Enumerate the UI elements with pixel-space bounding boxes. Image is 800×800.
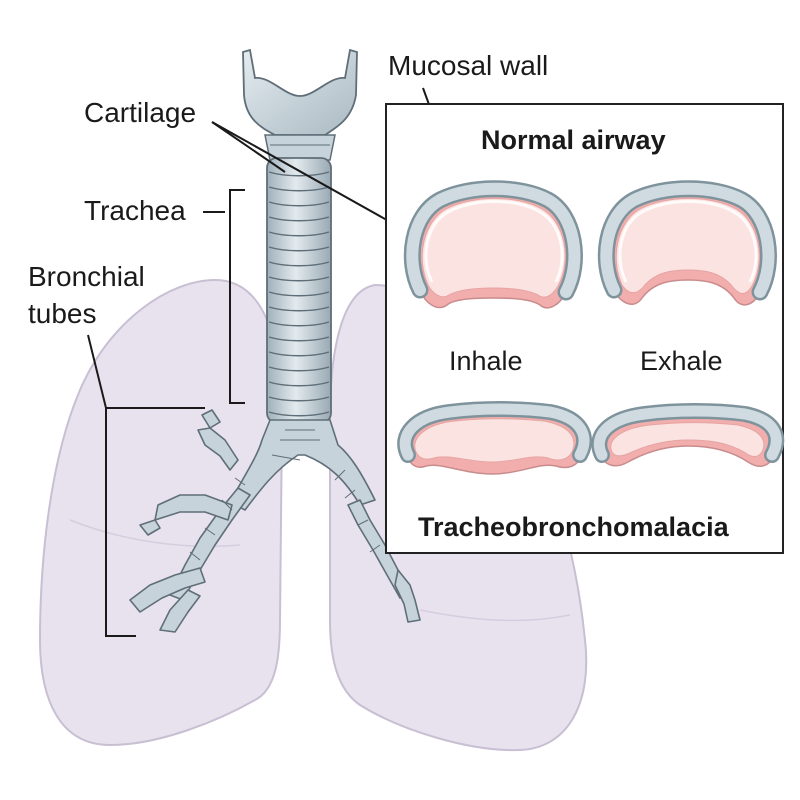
exhale-label: Exhale <box>640 346 723 376</box>
trachea-ring <box>268 396 330 402</box>
bronchial-tubes-leader <box>87 334 107 409</box>
larynx <box>242 48 358 161</box>
trachea-bracket <box>229 189 245 404</box>
trachea-ring <box>268 306 330 312</box>
bronchial-tubes-label-line1: Bronchial <box>28 261 145 292</box>
trachea-ring <box>268 381 330 387</box>
bronchial-bracket <box>105 407 205 637</box>
trachea-ring <box>268 261 330 267</box>
trachea-ring <box>268 186 330 192</box>
normal-airway-title: Normal airway <box>481 125 666 155</box>
leader-lines <box>87 87 464 637</box>
trachea-ring <box>268 291 330 297</box>
trachea-ring <box>268 231 330 237</box>
trachea-ring <box>268 201 330 207</box>
trachea <box>266 157 332 424</box>
bronchial-tree <box>129 409 421 633</box>
cartilage-leader-2 <box>211 121 411 234</box>
airway-inset-panel <box>385 103 784 554</box>
inhale-label: Inhale <box>449 346 523 376</box>
cartilage-leader-1 <box>211 121 286 173</box>
tracheobronchomalacia-title: Tracheobronchomalacia <box>418 512 729 542</box>
trachea-ring <box>268 321 330 327</box>
trachea-ring <box>268 246 330 252</box>
cartilage-label: Cartilage <box>84 97 197 128</box>
trachea-ring <box>268 276 330 282</box>
trachea-ring <box>268 336 330 342</box>
bronchial-tubes-label-line2: tubes <box>28 298 97 329</box>
mucosal-wall-label: Mucosal wall <box>388 50 549 81</box>
trachea-ring <box>268 351 330 357</box>
trachea-ring <box>268 366 330 372</box>
trachea-ring <box>268 171 330 177</box>
trachea-ring <box>268 411 330 417</box>
trachea-ring <box>268 216 330 222</box>
trachea-label: Trachea <box>84 195 186 226</box>
